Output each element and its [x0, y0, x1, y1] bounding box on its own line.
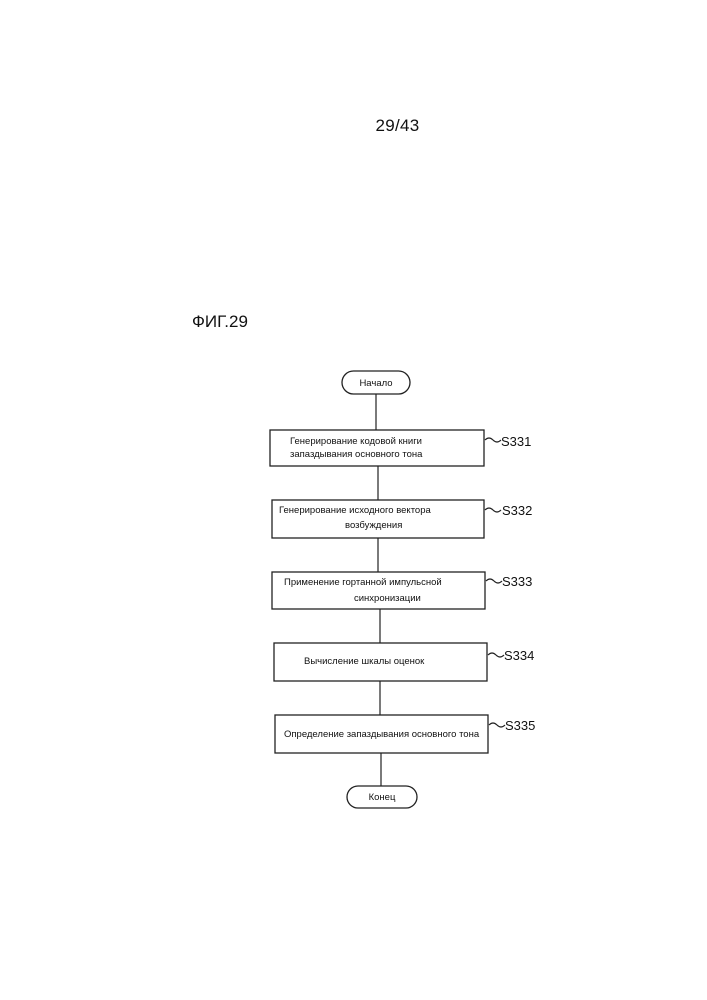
- step-s331-line2: запаздывания основного тона: [290, 449, 423, 460]
- step-s335-leader: [489, 723, 505, 727]
- step-s331: Генерирование кодовой книги запаздывания…: [270, 430, 531, 466]
- step-s334: Вычисление шкалы оценок S334: [274, 643, 534, 681]
- step-s332-line1: Генерирование исходного вектора: [279, 505, 432, 516]
- step-s332-id: S332: [502, 503, 532, 518]
- step-s333-line2: синхронизации: [354, 593, 421, 604]
- step-s332-line2: возбуждения: [345, 520, 402, 531]
- step-s333-leader: [486, 579, 502, 583]
- step-s335-line1: Определение запаздывания основного тона: [284, 729, 480, 740]
- step-s331-id: S331: [501, 434, 531, 449]
- step-s334-id: S334: [504, 648, 534, 663]
- start-terminal: Начало: [342, 371, 410, 394]
- step-s332-leader: [485, 508, 501, 512]
- step-s334-line1: Вычисление шкалы оценок: [304, 656, 425, 667]
- start-label: Начало: [359, 378, 392, 389]
- step-s333-line1: Применение гортанной импульсной: [284, 577, 442, 588]
- step-s334-leader: [488, 653, 504, 657]
- step-s333-id: S333: [502, 574, 532, 589]
- step-s335-id: S335: [505, 718, 535, 733]
- end-label: Конец: [369, 792, 396, 803]
- end-terminal: Конец: [347, 786, 417, 808]
- step-s331-line1: Генерирование кодовой книги: [290, 436, 422, 447]
- step-s331-leader: [485, 438, 501, 442]
- step-s333: Применение гортанной импульсной синхрони…: [272, 572, 532, 609]
- step-s335: Определение запаздывания основного тона …: [275, 715, 535, 753]
- step-s332: Генерирование исходного вектора возбужде…: [272, 500, 532, 538]
